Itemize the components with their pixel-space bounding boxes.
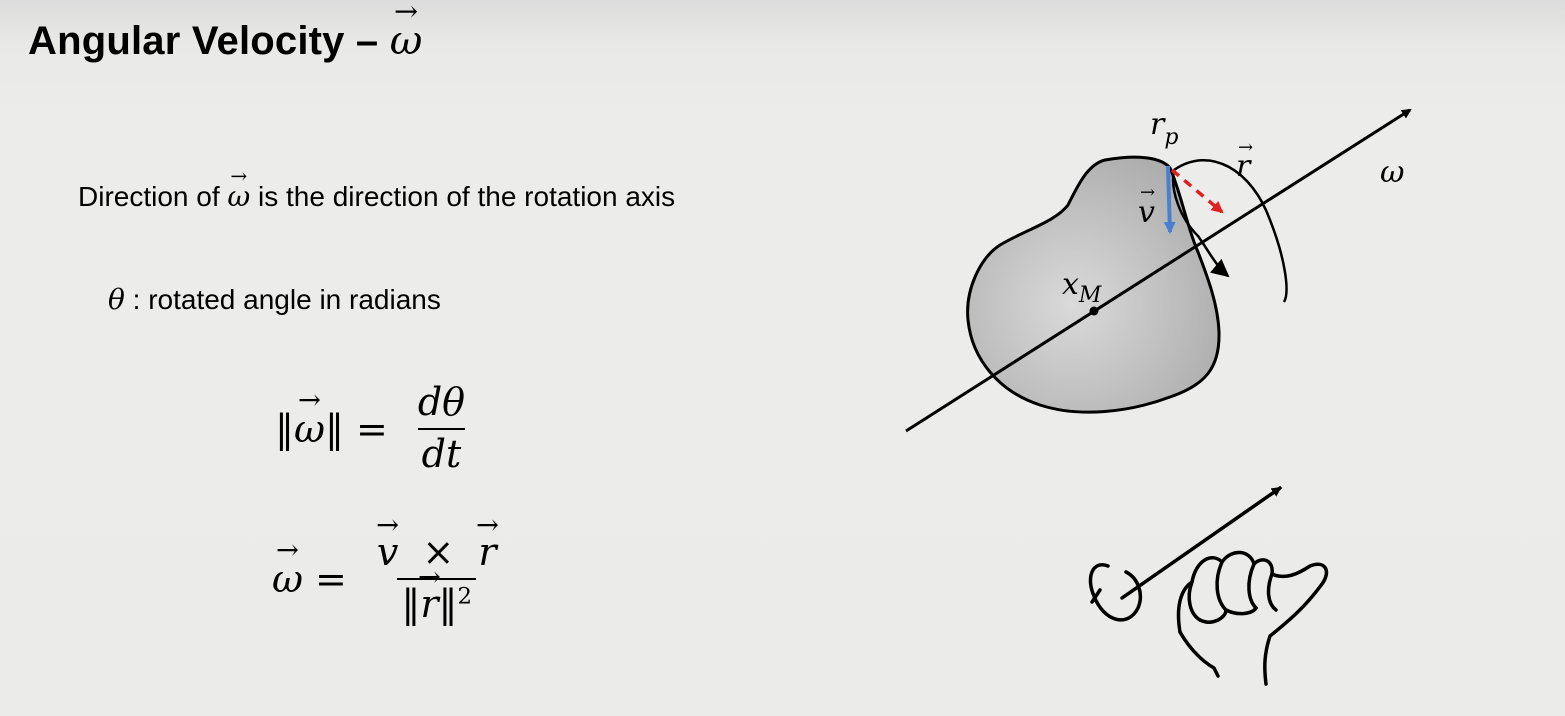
eq1-denominator: dt <box>417 427 466 476</box>
eq2-den-r-symbol: r <box>420 583 438 626</box>
statement-after: is the direction of the rotation axis <box>258 181 676 212</box>
r-vector-label: r <box>1236 149 1252 184</box>
xm-label: xM <box>1062 267 1102 308</box>
center-of-mass-dot <box>1089 306 1099 316</box>
eq2-exponent: 2 <box>457 583 473 610</box>
v-vector-label: v <box>1138 195 1155 230</box>
eq2-numerator: v × r <box>373 531 501 578</box>
eq1-numerator: dθ <box>417 380 466 424</box>
theta-definition: θ : rotated angle in radians <box>108 283 441 316</box>
radius-arrow <box>1170 168 1224 214</box>
slide-title: Angular Velocity – ω <box>28 18 423 64</box>
theta-symbol: θ <box>108 283 125 316</box>
rotation-arc <box>1173 159 1288 303</box>
eq1-omega-symbol: ω <box>294 407 325 451</box>
rotation-arc-inner <box>1171 169 1230 278</box>
eq1-fraction: dθ dt <box>414 380 469 476</box>
velocity-arrow <box>1163 165 1176 234</box>
equation-omega-vector: ω = v × r ‖r‖2 <box>272 531 501 626</box>
right-hand-rule-icon <box>1088 486 1329 686</box>
eq2-fraction: v × r ‖r‖2 <box>373 531 501 626</box>
eq2-norm-close: ‖ <box>438 581 458 626</box>
eq2-norm-open: ‖ <box>401 581 421 626</box>
v-vector-arrow-glyph: → <box>1140 182 1155 203</box>
norm-open: ‖ <box>275 406 294 451</box>
r-vector-arrow-glyph: → <box>1238 137 1253 158</box>
rp-label: rp <box>1150 107 1178 150</box>
statement-before: Direction of <box>78 181 220 212</box>
eq2-r-symbol: r <box>478 531 496 574</box>
eq2-v-symbol: v <box>377 531 398 574</box>
eq1-equals: = <box>356 406 388 451</box>
omega-axis-label: ω <box>1380 155 1404 190</box>
theta-text: : rotated angle in radians <box>132 284 441 315</box>
rotation-axis <box>905 108 1412 433</box>
title-omega-symbol: ω <box>390 18 423 64</box>
statement-omega-symbol: ω <box>227 180 250 213</box>
norm-close: ‖ <box>325 406 344 451</box>
eq2-equals: = <box>315 556 347 601</box>
eq2-denominator: ‖r‖2 <box>397 577 477 626</box>
eq2-omega-symbol: ω <box>272 557 303 601</box>
direction-statement: Direction of ω is the direction of the r… <box>78 180 675 213</box>
equation-omega-magnitude: ‖ω‖ = dθ dt <box>275 380 469 476</box>
title-text: Angular Velocity – <box>28 19 379 63</box>
